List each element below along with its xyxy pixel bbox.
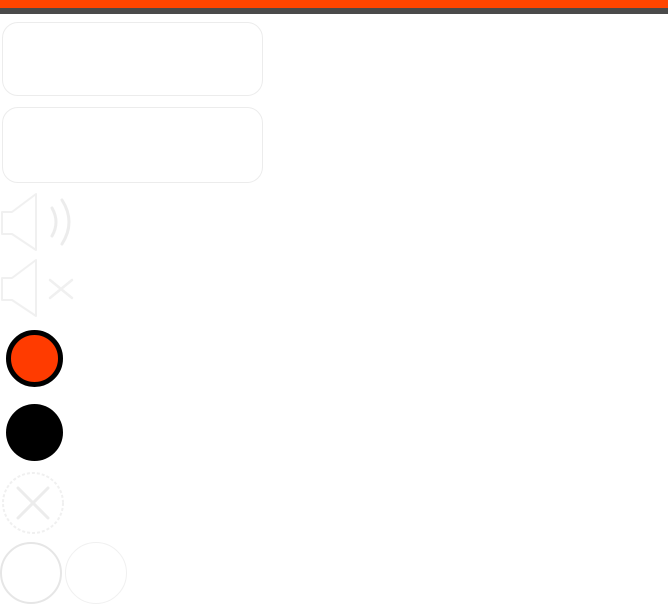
speaker-mute-icon[interactable] xyxy=(0,258,82,320)
panel-2[interactable] xyxy=(2,107,263,183)
faint-circle-button[interactable] xyxy=(65,542,127,604)
stop-button[interactable] xyxy=(6,404,63,461)
header-accent-bar xyxy=(0,0,668,8)
record-button[interactable] xyxy=(6,330,63,387)
header-secondary-bar xyxy=(0,8,668,14)
speaker-volume-icon[interactable] xyxy=(0,192,82,254)
empty-circle-button[interactable] xyxy=(0,542,62,604)
panel-1[interactable] xyxy=(2,22,263,96)
close-icon[interactable] xyxy=(0,470,68,538)
